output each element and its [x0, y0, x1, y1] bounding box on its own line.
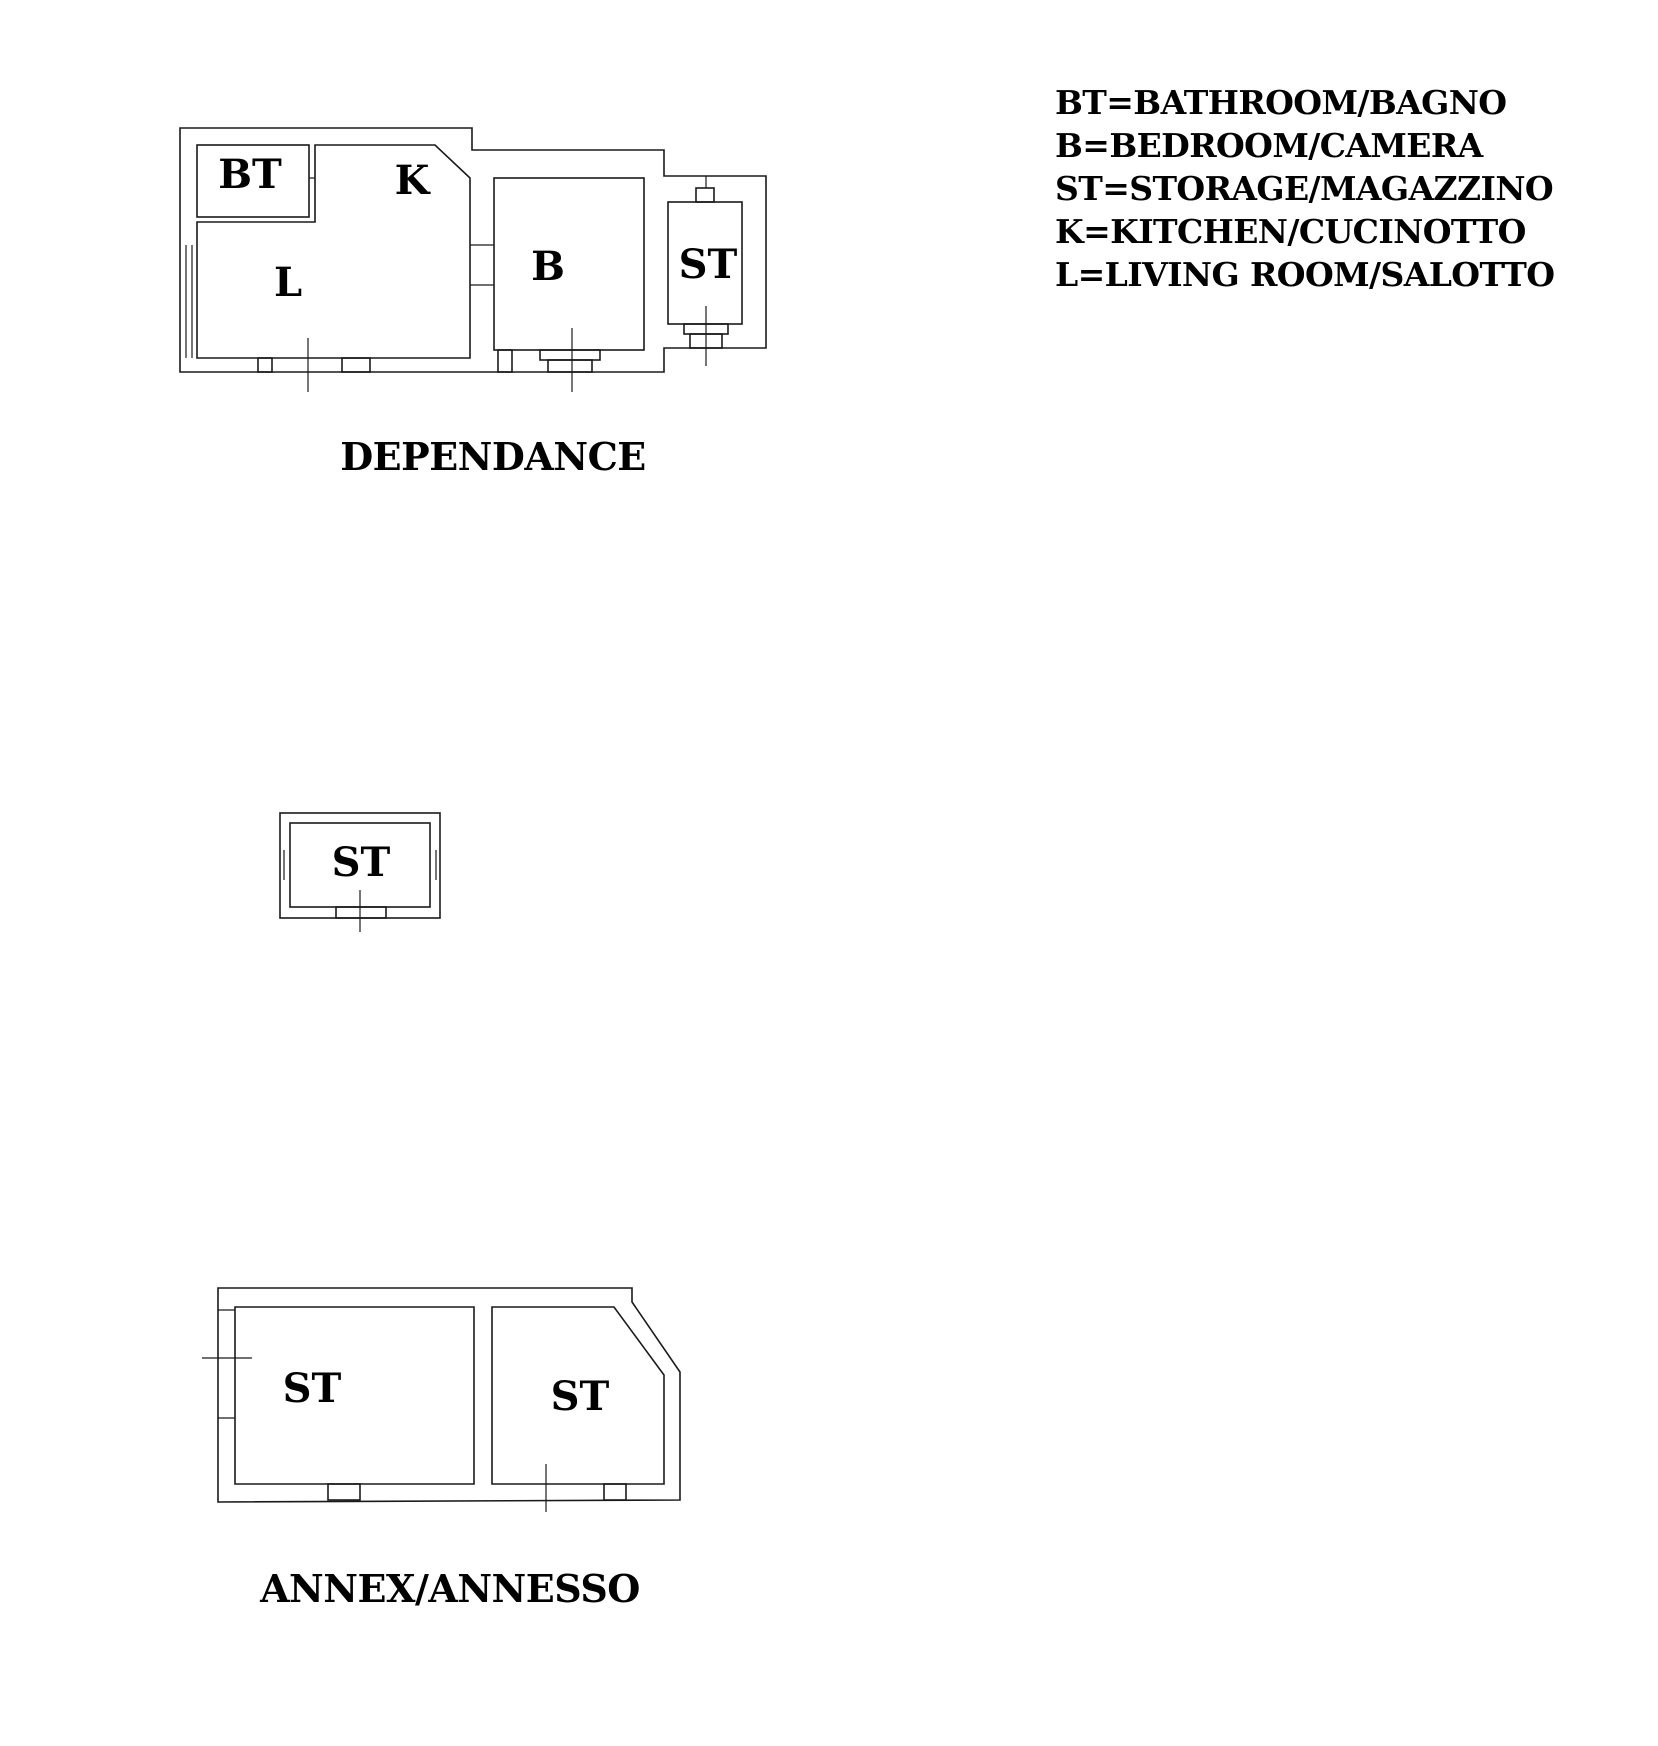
- dependance-openings: [185, 176, 729, 392]
- bedroom-room: [493, 177, 645, 351]
- legend-item-bt: BT=BATHROOM/BAGNO: [1055, 83, 1506, 122]
- legend: BT=BATHROOM/BAGNO B=BEDROOM/CAMERA ST=ST…: [1055, 83, 1555, 294]
- room-label-bt: BT: [218, 151, 282, 198]
- dependance-plan: BT K L B ST DEPENDANCE: [179, 127, 767, 479]
- legend-item-l: L=LIVING ROOM/SALOTTO: [1055, 255, 1554, 294]
- annex-left-storage-room: [234, 1306, 475, 1485]
- storage-unit-plan: ST: [279, 812, 441, 932]
- legend-item-st: ST=STORAGE/MAGAZZINO: [1055, 169, 1553, 208]
- room-label-l: L: [274, 259, 302, 306]
- legend-item-b: B=BEDROOM/CAMERA: [1055, 126, 1484, 165]
- dependance-title: DEPENDANCE: [340, 434, 646, 479]
- annex-left-st-label: ST: [283, 1365, 342, 1412]
- annex-right-storage-room: [491, 1306, 665, 1485]
- annex-title: ANNEX/ANNESSO: [259, 1566, 640, 1611]
- annex-outer-wall: [217, 1287, 681, 1503]
- storage-unit-label: ST: [332, 839, 391, 886]
- room-label-k: K: [395, 157, 431, 204]
- annex-right-st-label: ST: [551, 1373, 610, 1420]
- annex-plan: ST ST ANNEX/ANNESSO: [202, 1287, 681, 1611]
- legend-item-k: K=KITCHEN/CUCINOTTO: [1055, 212, 1526, 251]
- living-kitchen-room: [196, 144, 471, 359]
- bathroom-room: [196, 144, 310, 218]
- room-label-st: ST: [679, 241, 738, 288]
- room-label-b: B: [531, 243, 565, 290]
